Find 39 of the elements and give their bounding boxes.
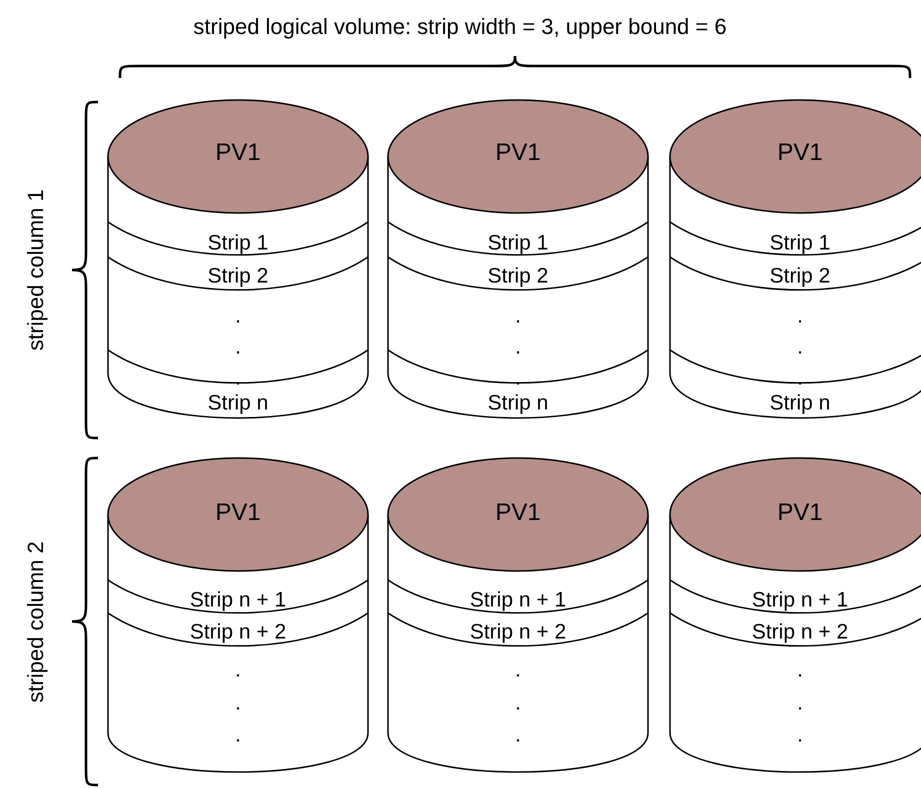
- heading: striped logical volume: strip width = 3, upper bound = 6: [193, 16, 727, 38]
- strip-label: .: [797, 336, 803, 358]
- volume-label: PV1: [495, 501, 541, 525]
- strip-label: .: [797, 660, 803, 680]
- strip-label: Strip n + 2: [470, 622, 566, 642]
- volume-label: PV1: [495, 141, 541, 165]
- volume-label: PV1: [215, 141, 261, 165]
- strip-label: .: [515, 336, 521, 358]
- volume-label: PV1: [777, 141, 823, 165]
- strip-label: .: [235, 692, 241, 714]
- strip-label: .: [515, 724, 521, 746]
- strip-label: Strip n: [770, 392, 830, 414]
- strip-label: .: [515, 660, 521, 680]
- strip-label: Strip n + 2: [190, 622, 286, 642]
- strip-label: .: [235, 306, 241, 326]
- volume-label: PV1: [215, 501, 261, 525]
- strip-label: .: [797, 692, 803, 714]
- strip-label: Strip 2: [208, 266, 268, 286]
- strip-label: Strip 2: [488, 266, 548, 286]
- volume-label: PV1: [777, 501, 823, 525]
- group-label: striped column 2: [25, 541, 47, 703]
- strip-label: Strip 1: [208, 232, 268, 254]
- strip-label: Strip n: [488, 392, 548, 414]
- strip-label: .: [797, 306, 803, 326]
- strip-label: .: [797, 724, 803, 746]
- strip-label: Strip n + 1: [752, 590, 848, 610]
- strip-label: Strip n + 2: [752, 622, 848, 642]
- group-label: striped column 1: [25, 189, 47, 351]
- strip-label: Strip 2: [770, 266, 830, 286]
- strip-label: .: [235, 336, 241, 358]
- strip-label: Strip 1: [488, 232, 548, 254]
- strip-label: .: [515, 306, 521, 326]
- strip-label: .: [235, 660, 241, 680]
- strip-label: Strip n + 1: [190, 590, 286, 610]
- strip-label: Strip 1: [770, 232, 830, 254]
- strip-label: Strip n: [208, 392, 268, 414]
- strip-label: .: [515, 692, 521, 714]
- strip-label: Strip n + 1: [470, 590, 566, 610]
- strip-label: .: [235, 724, 241, 746]
